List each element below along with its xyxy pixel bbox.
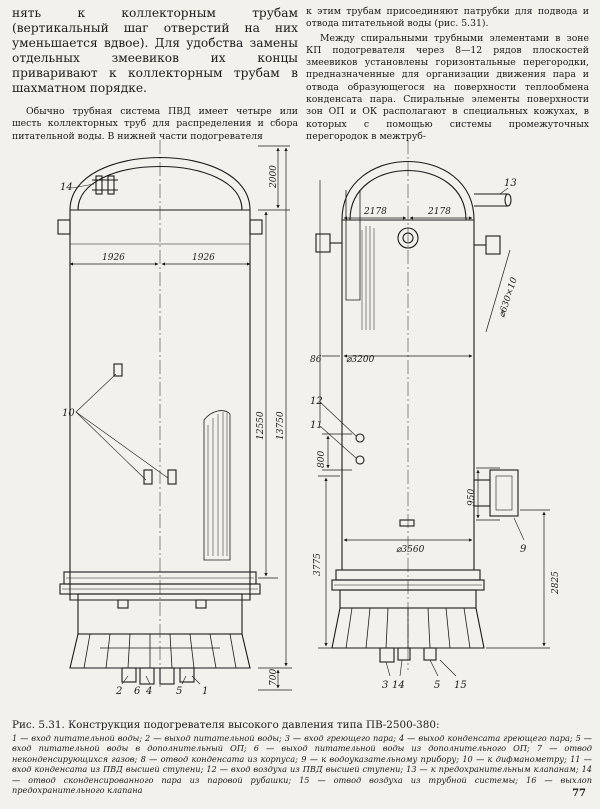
dim-2000: 2000	[269, 165, 279, 189]
dim-12550: 12550	[256, 411, 266, 440]
left-paragraph-1: нять к коллекторным трубам (вертикальный…	[12, 6, 298, 95]
right-vessel-outline	[315, 161, 519, 663]
dim-2178-right: 2178	[427, 207, 451, 217]
dim-2178-left: 2178	[363, 207, 387, 217]
dim-800: 800	[317, 451, 327, 468]
label-2: 2	[115, 686, 122, 697]
label-13: 13	[504, 178, 517, 189]
label-9: 9	[520, 544, 527, 555]
label-6: 6	[134, 686, 141, 697]
left-vessel-outline	[57, 156, 263, 685]
figure-caption-legend: 1 — вход питательной воды; 2 — выход пит…	[12, 733, 592, 796]
dim-950: 950	[467, 489, 477, 506]
label-10: 10	[62, 408, 75, 419]
dim-13750: 13750	[276, 411, 286, 440]
left-paragraph-2: Обычно трубная система ПВД имеет четыре …	[12, 106, 298, 142]
dim-3560: ⌀3560	[396, 545, 425, 555]
label-1: 1	[202, 686, 208, 697]
dim-2825: 2825	[551, 571, 561, 595]
dim-3200: ⌀3200	[346, 355, 375, 365]
figure-caption-title: Рис. 5.31. Конструкция подогревателя выс…	[12, 719, 440, 731]
right-paragraph-2: Между спиральными трубными элементами в …	[306, 32, 589, 142]
dim-1926-left: 1926	[102, 253, 125, 263]
label-14-left: 14	[60, 182, 73, 193]
label-15: 15	[454, 680, 467, 691]
label-11: 11	[310, 420, 323, 431]
label-14-right: 14	[392, 680, 405, 691]
dim-1926-right: 1926	[192, 253, 215, 263]
label-5-left: 5	[176, 686, 182, 697]
label-5-right: 5	[434, 680, 440, 691]
right-text-column: к этим трубам присоединяют патрубки для …	[306, 6, 589, 145]
left-text-column: нять к коллекторным трубам (вертикальный…	[12, 6, 298, 145]
label-12: 12	[310, 396, 323, 407]
heater-drawing: 2000 1926 1926 12550 13750 700 2178 2178…	[57, 140, 561, 697]
label-4: 4	[145, 686, 152, 697]
dim-700: 700	[269, 669, 279, 686]
dim-86: 86	[310, 355, 322, 365]
dim-3775: 3775	[313, 553, 323, 576]
label-3: 3	[382, 680, 388, 691]
page-number: 77	[572, 788, 586, 799]
right-paragraph-1: к этим трубам присоединяют патрубки для …	[306, 6, 589, 30]
